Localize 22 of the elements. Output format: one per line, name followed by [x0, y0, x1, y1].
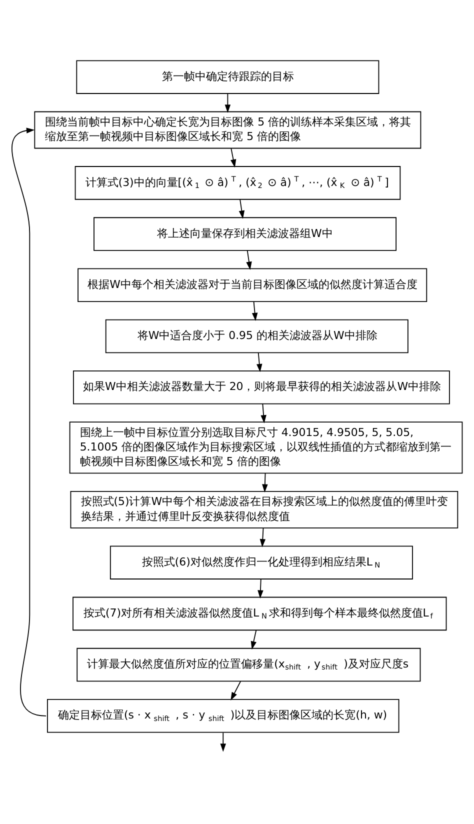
node-box: 如果W中相关滤波器数量大于 20，则将最早获得的相关滤波器从W中排除 — [73, 370, 450, 404]
arrow — [250, 630, 257, 650]
arrow — [238, 198, 245, 219]
node-box: 围绕上一帧中目标位置分别选取目标尺寸 4.9015, 4.9505, 5, 5.05, 5.1005 倍的图像区域作为目标搜索区域，以双线性插值的方式都缩放到第一帧视频中目标图像区域长和宽 5 倍的图像 — [69, 422, 463, 474]
arrow — [220, 732, 226, 752]
node-box: 第一帧中确定待跟踪的目标 — [76, 60, 380, 94]
node-box: 将W中适合度小于 0.95 的相关滤波器从W中排除 — [105, 319, 408, 354]
arrow — [246, 250, 252, 270]
node-box: 按照式(5)计算W中每个相关滤波器在目标搜索区域上的似然度值的傅里叶变换结果，并通过傅里叶反变换获得似然度值 — [70, 490, 458, 528]
arrow — [256, 352, 262, 372]
node-box: 围绕当前帧中目标中心确定长宽为目标图像 5 倍的训练样本采集区域，将其缩放至第一帧视频中目标图像区域长和宽 5 倍的图像 — [34, 111, 422, 149]
arrow — [260, 403, 266, 424]
arrow — [262, 472, 268, 492]
arrow — [230, 148, 236, 168]
node-box: 将上述向量保存到相关滤波器组W中 — [94, 217, 397, 251]
arrow — [252, 301, 258, 322]
arrow — [12, 128, 47, 716]
arrow — [230, 680, 242, 701]
arrow — [258, 578, 264, 598]
node-box: 根据W中每个相关滤波器对于当前目标图像区域的似然度计算适合度 — [78, 268, 428, 302]
arrow — [224, 93, 231, 113]
arrow — [260, 528, 266, 548]
